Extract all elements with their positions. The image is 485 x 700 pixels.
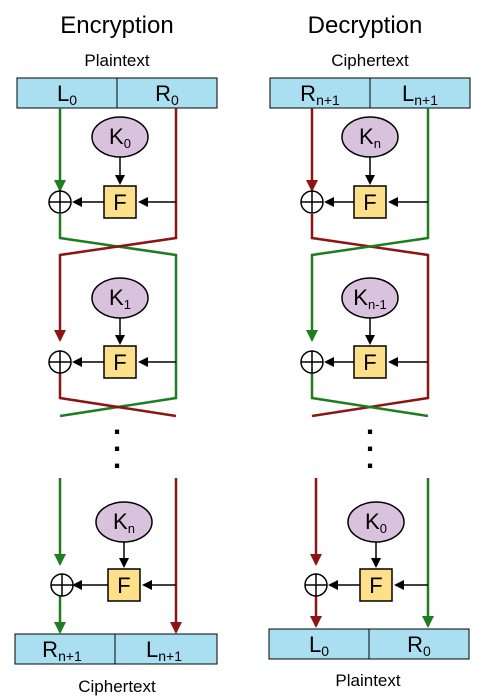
- svg-text:F: F: [113, 190, 126, 215]
- svg-text:.: .: [113, 425, 121, 458]
- encryption-round-1: K0 F: [48, 116, 176, 219]
- encryption-input-label: Plaintext: [84, 51, 149, 70]
- decryption-key-1: Kn: [341, 116, 399, 158]
- svg-text:K1: K1: [109, 285, 131, 312]
- svg-text:.: .: [366, 408, 374, 441]
- decryption-f-box-2: F: [353, 345, 387, 379]
- encryption-round-n: Kn F: [50, 501, 176, 602]
- encryption-input-left-cell: L0: [16, 77, 118, 109]
- svg-text:.: .: [366, 442, 374, 475]
- svg-text:Kn: Kn: [113, 509, 135, 536]
- encryption-xor-n: [50, 573, 74, 597]
- decryption-f-box-1: F: [353, 185, 387, 219]
- decryption-round-n: K0 F: [304, 501, 428, 602]
- decryption-wires: [306, 108, 434, 628]
- svg-text:Ln+1: Ln+1: [146, 637, 182, 664]
- svg-text:.: .: [366, 425, 374, 458]
- decryption-output-label: Plaintext: [335, 671, 400, 690]
- svg-text:L0: L0: [309, 632, 329, 659]
- decryption-key-2: Kn-1: [341, 277, 399, 319]
- encryption-f-box-1: F: [103, 185, 137, 219]
- svg-text:Kn: Kn: [359, 124, 381, 151]
- encryption-wires: [54, 108, 182, 634]
- decryption-xor-n: [304, 573, 328, 597]
- encryption-key-n: Kn: [95, 501, 153, 543]
- decryption-f-box-n: F: [359, 568, 393, 602]
- svg-text:F: F: [369, 573, 382, 598]
- decryption-title: Decryption: [308, 12, 423, 39]
- encryption-xor-1: [48, 190, 72, 214]
- encryption-title: Encryption: [60, 12, 173, 39]
- encryption-ellipsis: . . .: [113, 408, 121, 475]
- svg-text:R0: R0: [155, 81, 179, 108]
- encryption-output-left-cell: Rn+1: [14, 633, 116, 665]
- encryption-output-right-cell: Ln+1: [114, 633, 218, 665]
- svg-text:F: F: [117, 573, 130, 598]
- decryption-output-left-cell: L0: [268, 628, 370, 660]
- decryption-xor-1: [300, 190, 324, 214]
- svg-text:Rn+1: Rn+1: [42, 637, 82, 664]
- decryption-input-left-cell: Rn+1: [269, 77, 371, 109]
- svg-text:L0: L0: [57, 81, 77, 108]
- decryption-round-1: Kn F: [300, 116, 428, 219]
- svg-text:F: F: [113, 350, 126, 375]
- svg-text:.: .: [113, 442, 121, 475]
- encryption-f-box-n: F: [107, 568, 141, 602]
- encryption-key-1: K0: [91, 116, 149, 158]
- svg-text:R0: R0: [407, 632, 431, 659]
- svg-text:F: F: [363, 190, 376, 215]
- svg-text:Rn+1: Rn+1: [300, 81, 340, 108]
- decryption-input-label: Ciphertext: [331, 51, 409, 70]
- encryption-round-2: K1 F: [48, 277, 176, 379]
- decryption-output-right-cell: R0: [368, 628, 470, 660]
- encryption-f-box-2: F: [103, 345, 137, 379]
- svg-text:Kn-1: Kn-1: [353, 285, 386, 312]
- encryption-xor-2: [48, 350, 72, 374]
- decryption-xor-2: [300, 350, 324, 374]
- encryption-input-right-cell: R0: [116, 77, 218, 109]
- svg-text:F: F: [363, 350, 376, 375]
- svg-text:.: .: [113, 408, 121, 441]
- encryption-output-label: Ciphertext: [78, 677, 156, 696]
- svg-text:K0: K0: [109, 124, 131, 151]
- svg-text:K0: K0: [365, 509, 387, 536]
- decryption-ellipsis: . . .: [366, 408, 374, 475]
- decryption-key-n: K0: [347, 501, 405, 543]
- decryption-input-right-cell: Ln+1: [369, 77, 471, 109]
- encryption-key-2: K1: [91, 277, 149, 319]
- svg-text:Ln+1: Ln+1: [402, 81, 438, 108]
- decryption-round-2: Kn-1 F: [300, 277, 428, 379]
